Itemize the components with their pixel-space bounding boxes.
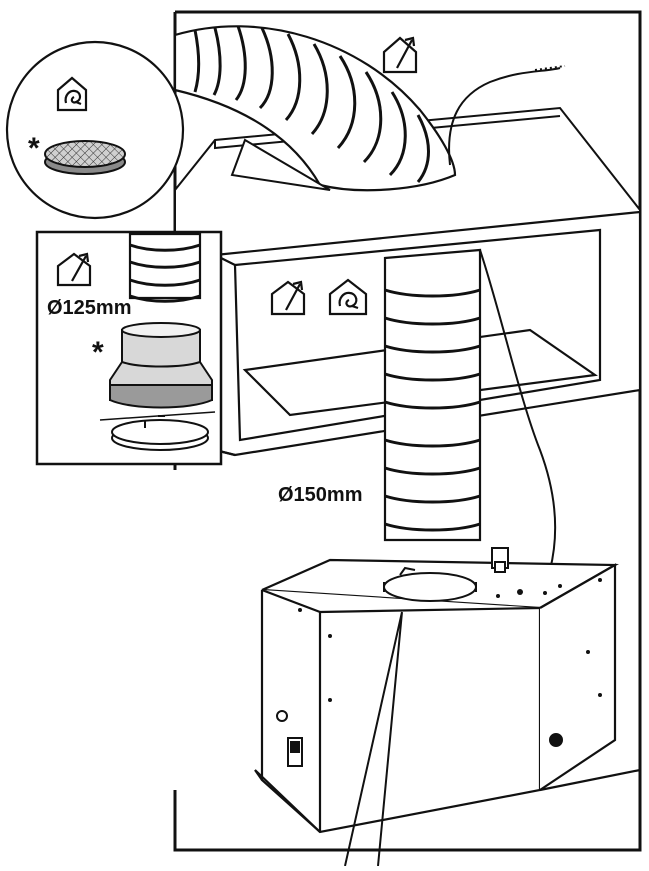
optional-marker-callout: * (28, 132, 40, 165)
reducer-inset (35, 230, 223, 466)
flexible-duct-upper (173, 25, 457, 192)
carbon-filter-disc (44, 140, 126, 175)
hood-unit (254, 558, 641, 834)
screw-dots (298, 578, 602, 702)
pointer-lines (344, 611, 403, 867)
recirculation-mode-icon (328, 278, 368, 316)
ducted-mode-icon-2 (270, 280, 306, 316)
ducted-mode-icon (382, 36, 418, 74)
filter-callout (5, 40, 331, 220)
outlet-collar (383, 566, 477, 602)
power-cable-upper (448, 67, 561, 166)
optional-marker-inset: * (92, 336, 104, 369)
small-duct-diameter-label: Ø125mm (47, 297, 132, 319)
terminal-block (491, 547, 509, 573)
unit-switch (276, 710, 563, 767)
large-duct-diameter-label: Ø150mm (278, 484, 363, 506)
recirculation-mode-icon-callout (56, 76, 88, 112)
main-duct (383, 248, 482, 542)
cable-end-dotted (534, 65, 566, 71)
ducted-mode-icon-inset (56, 252, 92, 287)
